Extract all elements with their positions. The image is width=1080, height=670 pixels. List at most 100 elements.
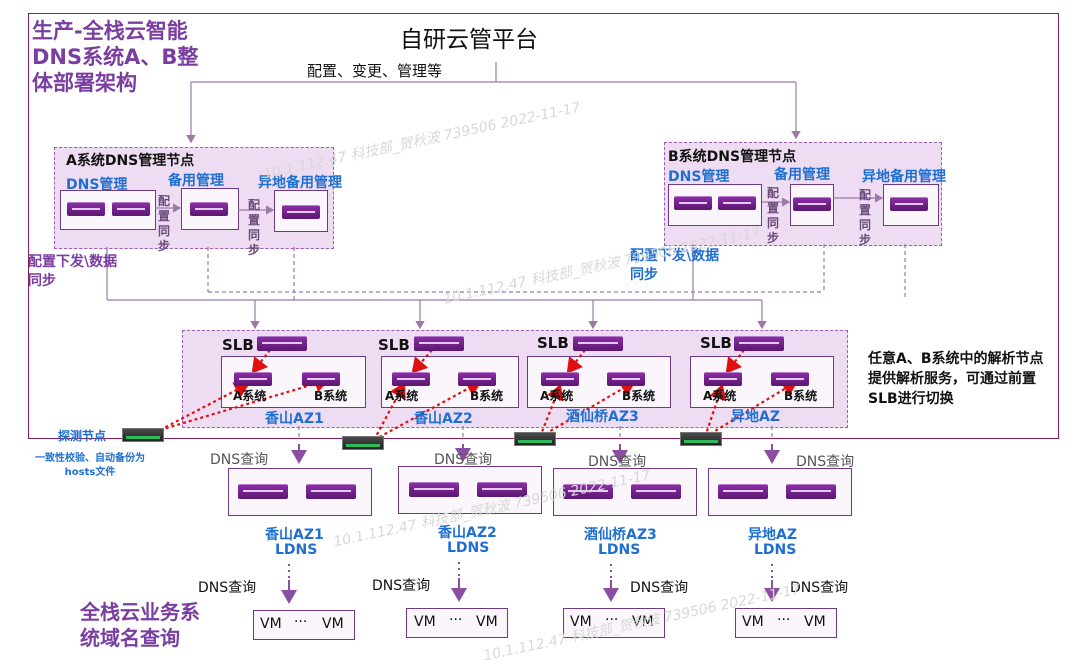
system-a-remote: 异地备用管理 [258,175,342,191]
az-name: 酒仙桥AZ3 [566,409,639,425]
vm-label: VM [322,616,344,632]
system-b-backup: 备用管理 [774,167,830,183]
server-icon [541,372,579,386]
vm-label: VM [414,614,436,630]
server-icon [190,202,228,216]
business-label: 全栈云业务系统域名查询 [80,600,200,650]
ldns-label: LDNS [754,542,797,558]
probe-desc: 一致性校验、自动备份为hosts文件 [35,453,145,478]
slb-server-icon [573,336,623,351]
vm-box-2 [406,608,508,638]
vm-label: VM [570,614,592,630]
probe-device-icon [680,432,722,446]
vm-label: VM [742,614,764,630]
slb-label: SLB [222,336,254,354]
server-icon [234,372,272,386]
system-a-title: A系统DNS管理节点 [66,153,195,169]
server-icon [631,484,681,499]
vm-box-1 [253,610,355,640]
vm-label: VM [632,614,654,630]
vm-dots: ··· [449,612,463,628]
server-icon [409,482,459,497]
server-icon [563,484,613,499]
server-icon [674,196,712,210]
az-name: 香山AZ1 [265,411,324,427]
vm-label: VM [804,614,826,630]
server-icon [282,205,320,219]
b-system-label: B系统 [784,389,818,403]
az-name: 香山AZ2 [414,411,473,427]
platform-action: 配置、变更、管理等 [307,62,443,80]
dns-query-label: DNS查询 [434,452,493,468]
b-system-label: B系统 [622,389,656,403]
failover-note: 任意A、B系统中的解析节点提供解析服务，可通过前置SLB进行切换 [868,351,1044,407]
server-icon [793,197,831,211]
system-b-title: B系统DNS管理节点 [668,149,797,165]
server-icon [890,197,928,211]
system-b-sync-2: 配置同步 [858,188,871,247]
dns-query-label: DNS查询 [790,580,849,596]
slb-server-icon [414,336,464,351]
vm-dots: ··· [605,612,619,628]
ldns-label: LDNS [275,542,318,558]
vm-label: VM [260,616,282,632]
system-a-backup: 备用管理 [168,173,224,189]
a-system-label: A系统 [540,389,574,403]
vm-label: VM [476,614,498,630]
vm-box-3 [563,608,665,638]
server-icon [718,196,756,210]
system-a-dispatch: 配置下发\数据同步 [28,254,118,289]
dns-query-label: DNS查询 [796,454,855,470]
slb-server-icon [734,336,784,351]
dns-query-label: DNS查询 [198,580,257,596]
system-a-sync-1: 配置同步 [157,194,170,253]
ldns-label: LDNS [598,542,641,558]
server-icon [771,372,809,386]
vm-dots: ··· [777,612,791,628]
system-b-dispatch: 配置下发\数据同步 [630,248,720,283]
diagram-title: 生产-全栈云智能DNS系统A、B整体部署架构 [32,19,199,95]
server-icon [112,202,150,216]
probe-device-icon [514,432,556,446]
dns-query-label: DNS查询 [630,580,689,596]
slb-label: SLB [537,334,569,352]
ldns-label: LDNS [447,540,490,556]
system-b-remote: 异地备用管理 [862,169,946,185]
server-icon [704,372,742,386]
server-icon [718,484,768,499]
a-system-label: A系统 [703,389,737,403]
a-system-label: A系统 [385,389,419,403]
az-name: 异地AZ [731,409,780,425]
server-icon [302,372,340,386]
dns-query-label: DNS查询 [210,452,269,468]
system-a-sync-2: 配置同步 [247,198,260,257]
ldns-az-name: 酒仙桥AZ3 [584,527,657,543]
dns-query-label: DNS查询 [372,578,431,594]
probe-label: 探测节点 [58,429,107,443]
server-icon [306,484,356,499]
vm-box-4 [735,608,837,638]
probe-device-icon [122,428,164,442]
slb-label: SLB [700,334,732,352]
server-icon [392,372,430,386]
server-icon [477,482,527,497]
system-a-dns-mgmt: DNS管理 [66,177,128,193]
ldns-az-name: 异地AZ [748,527,797,543]
slb-label: SLB [378,336,410,354]
slb-server-icon [257,336,307,351]
server-icon [786,484,836,499]
system-b-dns-mgmt: DNS管理 [668,169,730,185]
server-icon [67,202,105,216]
probe-device-icon [342,436,384,450]
b-system-label: B系统 [314,389,348,403]
ldns-az-name: 香山AZ2 [438,525,497,541]
a-system-label: A系统 [233,389,267,403]
ldns-az-name: 香山AZ1 [265,527,324,543]
dns-query-label: DNS查询 [588,454,647,470]
server-icon [458,372,496,386]
system-b-sync-1: 配置同步 [766,186,779,245]
platform-name: 自研云管平台 [400,27,538,53]
b-system-label: B系统 [470,389,504,403]
